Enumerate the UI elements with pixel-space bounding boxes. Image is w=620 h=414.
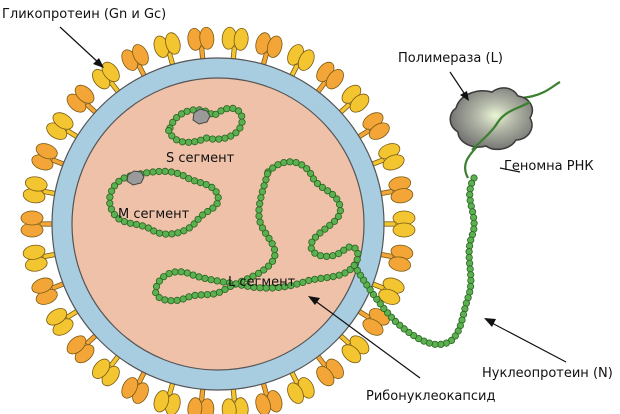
polymerase-s-icon <box>192 108 211 125</box>
nucleoprotein-arrowhead <box>484 318 496 327</box>
ribonucleocapsid-segments <box>106 104 362 305</box>
ribonucleocapsid-leader <box>313 299 421 379</box>
glycoprotein-leader <box>59 26 101 65</box>
polymerase-arrowhead <box>460 91 469 101</box>
polymerase-leader <box>449 71 467 97</box>
glycoprotein-spike <box>221 26 249 76</box>
l-segment-beads <box>152 158 362 305</box>
s-segment-beads <box>165 104 246 146</box>
l-segment-label: L сегмент <box>228 275 296 290</box>
text-labels: Гликопротеин (Gn и Gc) Полимераза (L) Ге… <box>2 7 613 404</box>
polymerase-m-icon <box>126 170 145 186</box>
virion-particle-icon <box>20 26 416 414</box>
m-segment-beads <box>106 167 222 238</box>
glycoprotein-label: Гликопротеин (Gn и Gc) <box>2 7 166 22</box>
ribonucleocapsid-arrowhead <box>308 296 320 305</box>
polymerase-blob-icon <box>449 87 534 151</box>
nucleoprotein-leader <box>489 321 567 363</box>
genomic-rna-strand-front <box>471 101 531 151</box>
genomic-rna-label: Геномна РНК <box>504 159 594 174</box>
genomic-rna-leader <box>499 167 521 173</box>
glycoprotein-spike <box>364 244 414 272</box>
m-segment-label: M сегмент <box>118 207 190 222</box>
nucleoprotein-label: Нуклеопротеин (N) <box>482 366 613 381</box>
small-polymerase-icons <box>126 108 211 186</box>
polymerase-label: Полимераза (L) <box>398 51 503 66</box>
extended-ribonucleocapsid <box>350 81 561 348</box>
s-segment-label: S сегмент <box>166 151 235 166</box>
nucleoprotein-beads <box>350 174 478 348</box>
glycoprotein-arrowhead <box>93 58 104 68</box>
ribonucleocapsid-label: Рибонуклеокапсид <box>366 389 495 404</box>
virion-core <box>71 77 365 371</box>
leader-lines <box>59 26 567 379</box>
nucleoprotein-chain <box>350 174 478 348</box>
